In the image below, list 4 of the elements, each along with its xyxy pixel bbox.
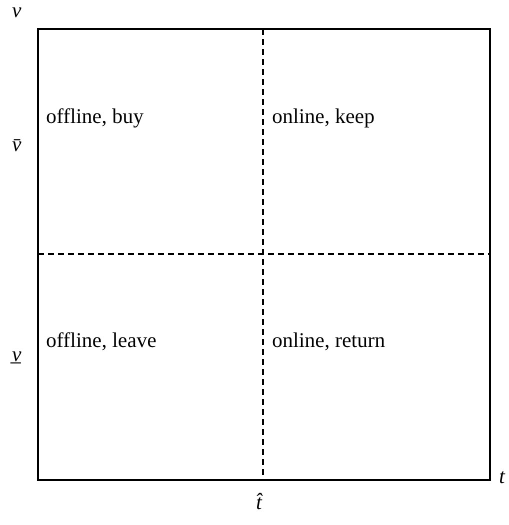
region-label: offline, buy [46, 106, 144, 127]
region-label: offline, leave [46, 330, 156, 351]
region-label: online, keep [272, 106, 375, 127]
region-label: online, return [272, 330, 386, 351]
